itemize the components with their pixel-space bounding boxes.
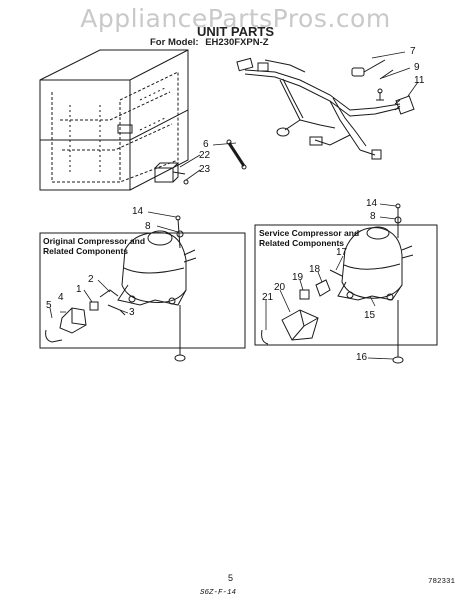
leader-lines-top: [179, 51, 419, 181]
callout-14-left: 14: [132, 206, 144, 217]
callout-2: 2: [88, 274, 94, 285]
original-box-label: Original Compressor and Related Componen…: [43, 236, 145, 256]
callout-8-right: 8: [370, 211, 376, 222]
watermark-text: AppliancePartsPros.com: [80, 4, 391, 33]
callout-5: 5: [46, 300, 52, 311]
drawing-code: 782331: [428, 578, 456, 586]
handwritten-code: S6Z-F-14: [200, 589, 237, 597]
callout-6: 6: [203, 139, 209, 150]
service-compressor-box: [254, 203, 438, 364]
part-22-block: [154, 162, 189, 185]
callout-21: 21: [262, 292, 274, 303]
diagram-title: UNIT PARTS: [196, 24, 275, 39]
model-prefix: For Model:: [150, 37, 199, 48]
callout-15: 15: [364, 310, 376, 321]
service-box-label-line2: Related Components: [259, 238, 345, 248]
callout-17: 17: [336, 247, 348, 258]
callout-14-right: 14: [366, 198, 378, 209]
callout-11: 11: [414, 75, 425, 86]
callout-9: 9: [414, 62, 420, 73]
page-number: 5: [228, 573, 234, 583]
wiring-harness: [236, 57, 415, 160]
leader-lines-lower: [49, 203, 397, 360]
callout-8-left: 8: [145, 221, 151, 232]
callout-20: 20: [274, 282, 286, 293]
model-line: For Model: EH230FXPN-Z: [150, 37, 269, 48]
part-6-fuse: [226, 139, 247, 170]
callout-4: 4: [58, 292, 64, 303]
service-box-label-line1: Service Compressor and: [259, 228, 360, 238]
callout-18: 18: [309, 264, 321, 275]
callout-3: 3: [129, 307, 135, 318]
original-box-label-line1: Original Compressor and: [43, 236, 146, 246]
model-number: EH230FXPN-Z: [205, 37, 269, 48]
original-box-label-line2: Related Components: [43, 246, 129, 256]
callout-16: 16: [356, 352, 368, 363]
callout-7: 7: [410, 46, 416, 57]
service-box-label: Service Compressor and Related Component…: [259, 228, 359, 248]
callout-22: 22: [199, 150, 211, 161]
connector-parts: [351, 59, 394, 101]
callout-23: 23: [199, 164, 211, 175]
cabinet-outline: [39, 49, 189, 191]
original-compressor-box: [39, 215, 246, 362]
callout-1: 1: [76, 284, 82, 295]
callout-19: 19: [292, 272, 304, 283]
